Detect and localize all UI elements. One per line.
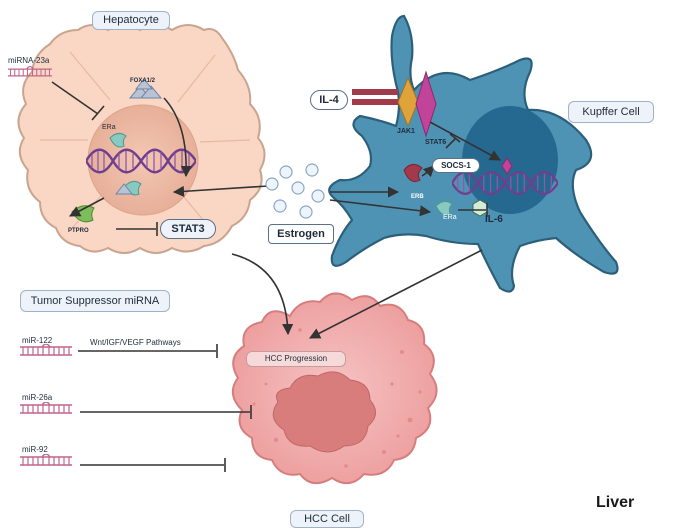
hcc-progression-label: HCC Progression <box>246 351 346 367</box>
foxa-icon <box>128 78 163 99</box>
hepatocyte-to-hcc-arrow <box>231 253 294 336</box>
era-kupffer-label: ERa <box>443 214 457 221</box>
mir26a-label: miR-26a <box>22 393 53 402</box>
socs1-stat6-inhibition-line <box>445 137 457 149</box>
foxa-bound-icon <box>114 183 134 195</box>
erb-label: ERB <box>411 194 424 200</box>
mir92-label: miR-92 <box>22 445 48 454</box>
estrogen-particles <box>265 163 325 219</box>
erb-receptor-icon <box>403 164 423 183</box>
il4-receptor-icon <box>352 89 398 105</box>
socs1-stat6-inhibition-bar <box>449 133 461 143</box>
il6-label: IL-6 <box>485 214 503 225</box>
stat6-to-nucleus-arrow <box>429 121 501 161</box>
era-hepatocyte-label: ERa <box>102 124 116 131</box>
il4-label: IL-4 <box>310 90 348 110</box>
foxa-to-nucleus-arrow <box>163 97 192 178</box>
kupffer-cell <box>328 14 619 293</box>
stat6-nuclear-icon <box>501 157 513 175</box>
pathways-label: Wnt/IGF/VEGF Pathways <box>90 338 181 347</box>
jak1-label: JAK1 <box>397 128 415 135</box>
stat6-icon <box>415 70 437 138</box>
hepatocyte-cell <box>17 23 266 254</box>
mir26a-icon <box>20 402 72 414</box>
hcc-cell-label: HCC Cell <box>290 510 364 528</box>
mir92-icon <box>20 454 72 466</box>
era-kupffer-icon <box>435 200 453 216</box>
ptpro-label: PTPRO <box>68 228 89 234</box>
mir122-label: miR-122 <box>22 336 53 345</box>
mirna23a-inhibition-line <box>51 81 99 115</box>
hcc-cell <box>231 292 438 485</box>
kupffer-cell-label: Kupffer Cell <box>568 101 654 123</box>
estrogen-label: Estrogen <box>268 224 334 244</box>
socs1-label: SOCS-1 <box>432 158 480 173</box>
mir122-icon <box>20 344 72 356</box>
jak1-icon <box>397 76 419 128</box>
liver-label: Liver <box>596 494 635 511</box>
hepatocyte-label: Hepatocyte <box>92 11 170 30</box>
mirna23a-label: miRNA-23a <box>8 56 50 65</box>
stat3-label: STAT3 <box>160 219 216 239</box>
estrogen-to-era-arrow <box>329 199 432 217</box>
foxa-label: FOXA1/2 <box>130 78 156 84</box>
mirna23a-inhibition-bar <box>91 105 105 121</box>
stat6-label: STAT6 <box>425 139 447 146</box>
estrogen-to-hepatocyte-arrow <box>172 185 269 197</box>
kupffer-to-hcc-arrow <box>309 249 483 339</box>
nucleus-to-ptpro-arrow <box>69 197 105 217</box>
tumor-suppressor-label: Tumor Suppressor miRNA <box>20 290 170 312</box>
